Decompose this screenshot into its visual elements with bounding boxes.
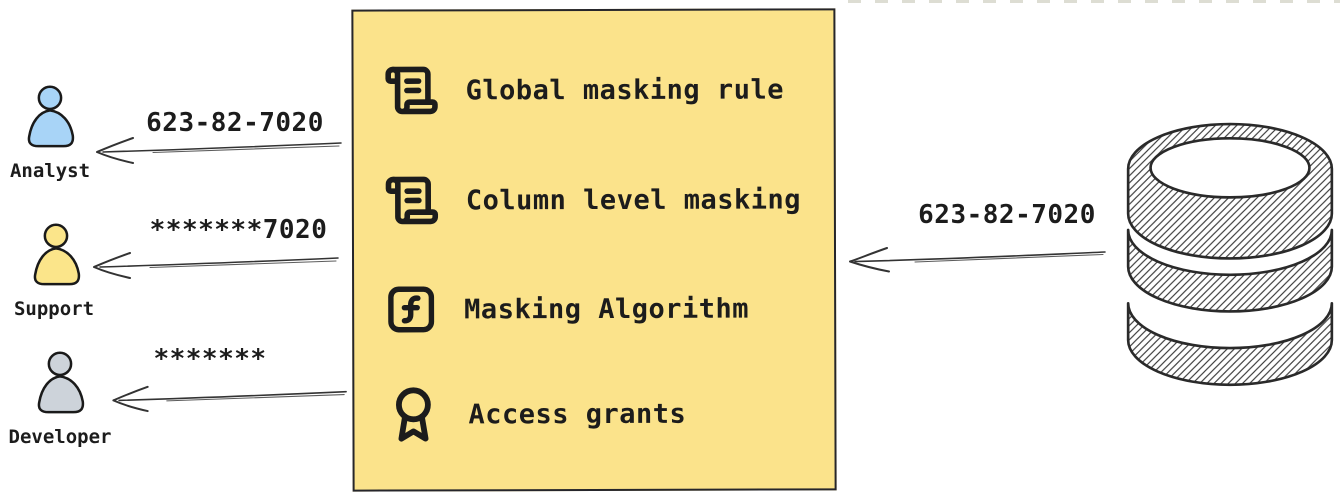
flow-value-developer: ******* [153,344,267,374]
flow-value-analyst: 623-82-7020 [146,108,324,138]
arrow-to-support [93,252,339,279]
rule-row-column-masking: Column level masking [384,169,801,230]
rule-row-access-grants: Access grants [384,384,686,445]
canvas-edge-dashes [848,0,1340,3]
database-icon [1126,122,1334,387]
person-icon [33,223,81,286]
arrow-to-developer [112,385,347,413]
arrow-to-analyst [96,137,342,164]
person-icon [37,351,85,414]
rule-label: Global masking rule [465,74,784,106]
persona-label: Support [13,298,95,320]
scroll-text-icon [385,176,439,225]
award-icon [396,387,431,442]
rule-row-masking-algorithm: Masking Algorithm [384,279,749,340]
masking-rules-box: Global masking rule Column level masking… [351,8,837,492]
rule-label: Access grants [468,398,687,430]
persona-label: Analyst [9,160,91,182]
function-square-icon [388,286,435,333]
scroll-text-icon [385,66,438,115]
rule-label: Masking Algorithm [464,293,750,325]
person-icon [27,85,75,148]
flow-value-support: *******7020 [149,215,328,245]
arrow-from-database [849,247,1106,273]
persona-developer: Developer [9,350,111,448]
rule-row-global-masking: Global masking rule [384,60,785,121]
persona-analyst: Analyst [10,84,90,182]
source-value: 623-82-7020 [918,200,1096,230]
rule-label: Column level masking [465,183,802,216]
persona-support: Support [14,222,94,320]
persona-label: Developer [8,426,112,448]
